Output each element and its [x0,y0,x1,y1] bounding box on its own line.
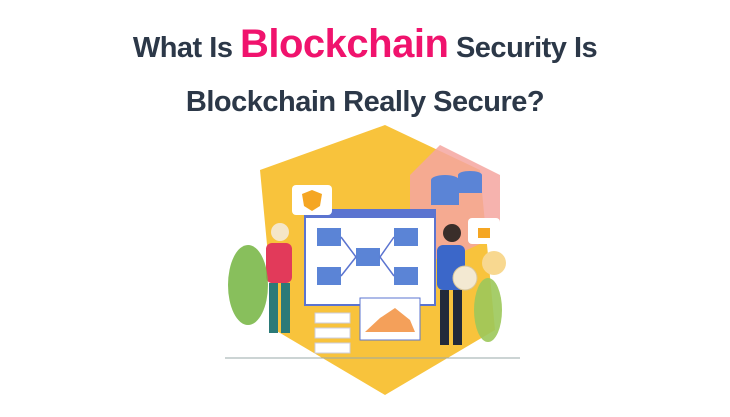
chain-links [340,236,395,277]
man-figure [437,224,478,345]
title-highlight: Blockchain [240,22,449,66]
title-text: What Is [132,32,240,64]
lock-icon [478,228,490,238]
title-line-1: What Is Blockchain Security Is [0,22,730,67]
plant-right [474,278,502,342]
plant-left [228,245,268,325]
shield-icon [302,190,322,211]
woman-figure [266,223,292,333]
server-racks [314,312,351,354]
bitcoin-coin [482,251,506,275]
title-line-2: Blockchain Really Secure? [185,86,545,118]
title-text: Security Is [448,32,598,64]
database-icon [431,171,482,205]
block-nodes [317,228,418,285]
